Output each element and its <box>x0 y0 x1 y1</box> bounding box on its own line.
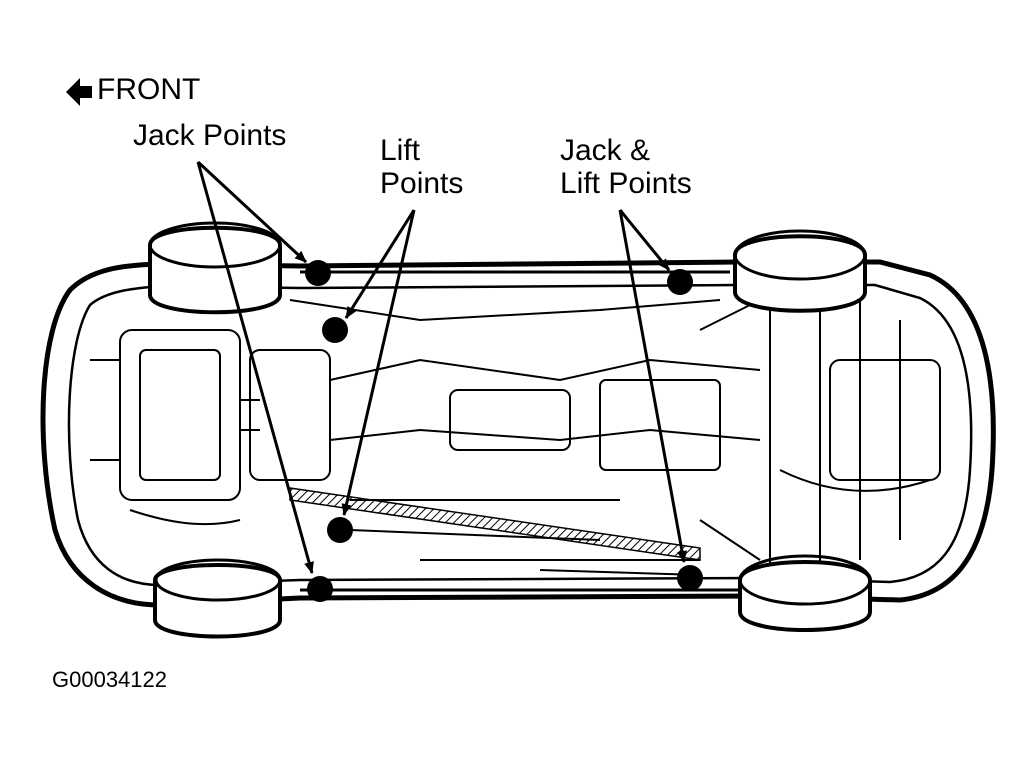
jack-lift-points-label-line1: Jack & <box>560 134 651 167</box>
jack-lift-points-label-line2: Lift Points <box>560 167 692 200</box>
figure-id-label: G00034122 <box>52 667 167 692</box>
lift-points-label-line2: Points <box>380 167 464 200</box>
lift-point-front-left <box>322 317 348 343</box>
wheel-front-left <box>148 225 282 315</box>
jack-point-front-right <box>307 576 333 602</box>
left-arrow-icon <box>66 78 92 106</box>
lift-points-label-line1: Lift <box>380 134 421 167</box>
jack-lift-point-rear-left <box>667 269 693 295</box>
wheel-rear-left <box>733 234 867 313</box>
jack-point-front-left <box>305 260 331 286</box>
wheel-rear-right <box>738 560 872 632</box>
jack-lift-point-rear-right <box>677 565 703 591</box>
front-label: FRONT <box>97 73 201 106</box>
leader-arrows <box>196 160 687 574</box>
jack-points-label: Jack Points <box>133 119 287 152</box>
point-markers <box>305 260 703 602</box>
lift-point-front-right <box>327 517 353 543</box>
wheels <box>148 221 872 639</box>
car-body <box>40 259 996 608</box>
